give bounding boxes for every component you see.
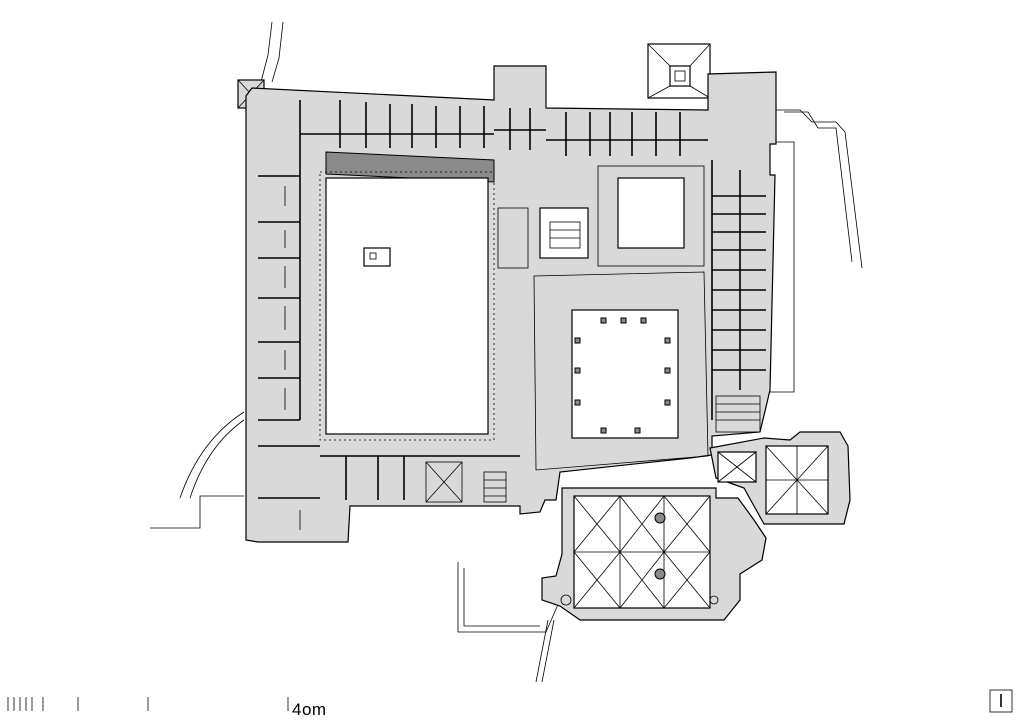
east-chapel (709, 431, 851, 525)
church (541, 487, 767, 621)
south-wing-rooms (320, 455, 520, 503)
scale-bar (7, 697, 289, 711)
north-arrow-icon (989, 689, 1013, 713)
cloister-piers (574, 317, 671, 434)
highlighted-corridor (325, 151, 495, 183)
tower-roof (647, 43, 711, 99)
small-courtyard (597, 165, 705, 267)
central-stair (497, 207, 589, 269)
north-wing-cells (300, 100, 708, 156)
main-courtyard (319, 171, 495, 441)
east-wing-cells (711, 160, 766, 433)
scale-label: 4om (292, 700, 327, 719)
site-outline (150, 21, 863, 683)
second-cloister (533, 271, 709, 471)
church-vaults (560, 495, 719, 609)
west-wing-rooms (258, 100, 320, 530)
